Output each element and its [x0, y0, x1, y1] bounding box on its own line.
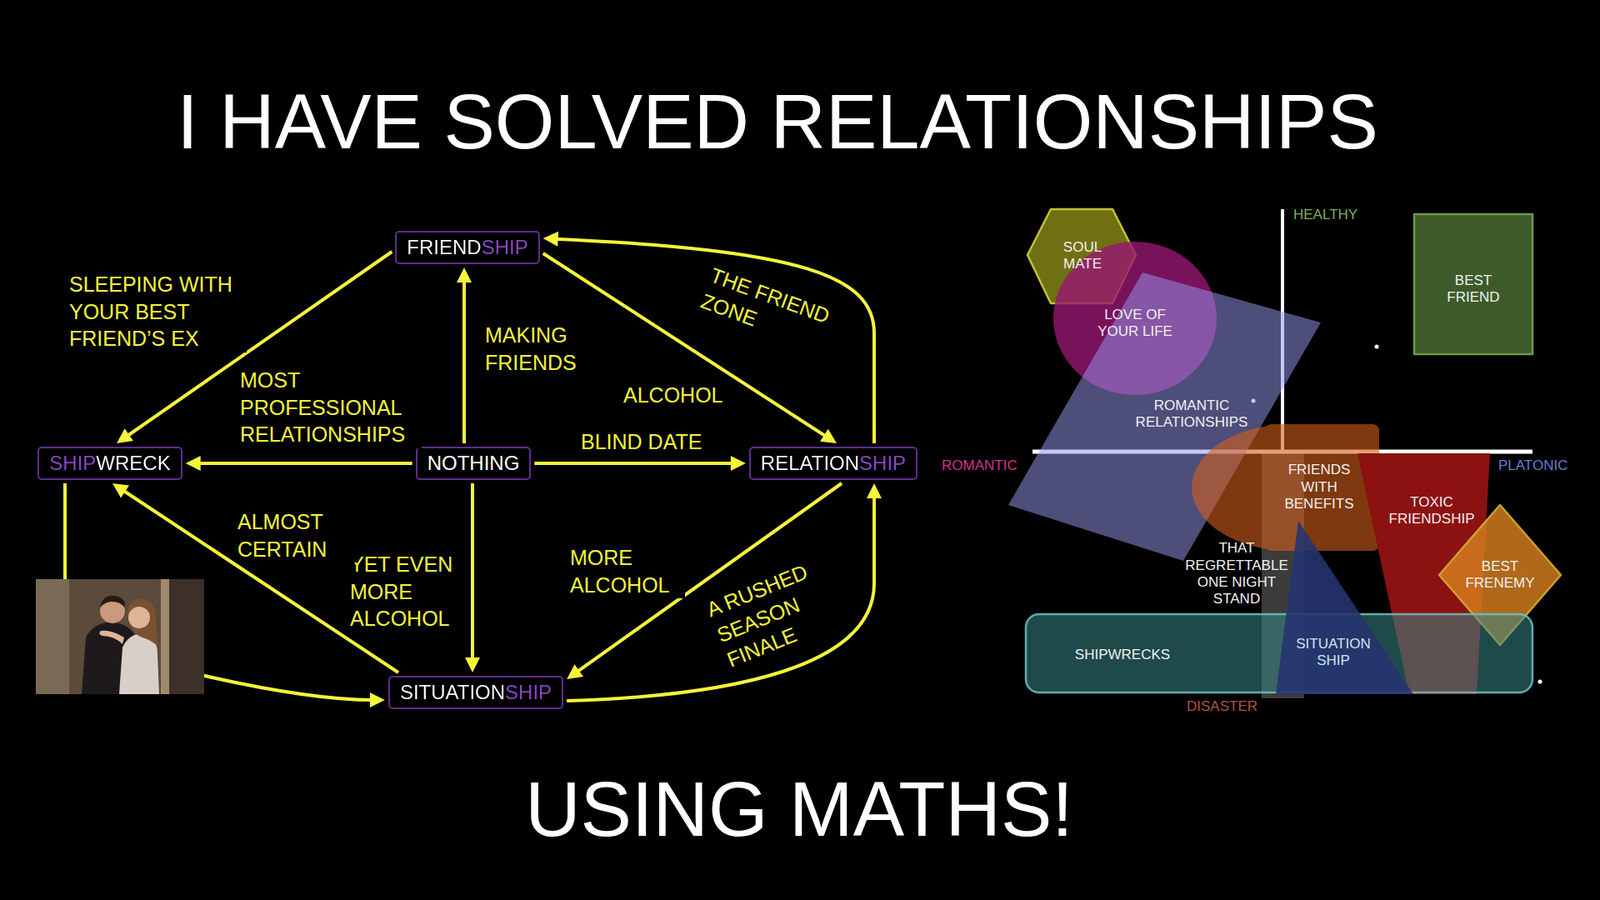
region-label: SOUL MATE [1055, 239, 1110, 274]
state-box: NOTHING [415, 446, 532, 480]
region-shape [1414, 214, 1533, 355]
photo-man-hair [100, 595, 125, 608]
region-label: SITUATION SHIP [1290, 635, 1376, 670]
arrowhead [370, 692, 385, 708]
connector [456, 267, 472, 444]
region-shape [1191, 424, 1390, 551]
axis-label: PLATONIC [1498, 457, 1568, 475]
region-label: ROMANTIC RELATIONSHIPS [1128, 397, 1255, 432]
connector [185, 455, 413, 471]
region-shape [1275, 520, 1414, 695]
region-outline [1191, 424, 1380, 551]
chart-region: SITUATION SHIP [1275, 520, 1414, 695]
edge-label: SLEEPING WITH YOUR BEST FRIEND’S EX [66, 270, 247, 353]
connector-line [462, 279, 466, 444]
arrowhead [456, 267, 472, 283]
connector-line [197, 461, 413, 465]
photo-arm [99, 630, 125, 645]
photo-door-frame [160, 579, 170, 695]
region-label: BEST FRIEND [1441, 272, 1505, 307]
dot [1538, 680, 1543, 685]
edge-label: A RUSHED SEASON FINALE [700, 550, 851, 675]
connector [534, 455, 746, 471]
connector [465, 483, 480, 673]
dot [1375, 345, 1380, 350]
box-label: FRIENDSHIP [406, 235, 528, 260]
axis-label: DISASTER [1186, 698, 1258, 715]
edge-label: MOST PROFESSIONAL RELATIONSHIPS [237, 366, 422, 449]
state-box: SITUATIONSHIP [388, 675, 564, 710]
arrowhead [465, 657, 480, 673]
state-box: SHIPWRECK [37, 446, 182, 480]
photo-woman-head [128, 606, 150, 629]
arrowhead [185, 455, 201, 471]
connector-line [534, 461, 735, 465]
caption: USING MATHS! [525, 770, 1074, 848]
region-fill [1414, 214, 1533, 355]
photo-door [169, 579, 205, 695]
region-shape [1265, 424, 1380, 551]
box-label: NOTHING [427, 451, 520, 475]
arrowhead [543, 231, 559, 247]
chart-region: THAT REGRETTABLE ONE NIGHT STAND [1182, 540, 1291, 610]
photo-woman-top [119, 634, 160, 695]
photo-illustration [35, 579, 205, 695]
region-label: TOXIC FRIENDSHIP [1385, 494, 1479, 529]
region-fill [1275, 520, 1414, 695]
axis-label: ROMANTIC [941, 457, 1018, 475]
edge-label: YET EVEN MORE ALCOHOL [347, 550, 465, 633]
region-label: THAT REGRETTABLE ONE NIGHT STAND [1181, 540, 1292, 609]
edge-label: ALMOST CERTAIN [235, 508, 357, 563]
arrowhead [116, 428, 134, 444]
region-label: FRIENDS WITH BENEFITS [1280, 461, 1358, 513]
arrowhead [820, 429, 837, 444]
photo-wall [35, 579, 70, 695]
region-fill [1191, 424, 1390, 551]
box-label: RELATIONSHIP [760, 451, 906, 475]
edge-label: MORE ALCOHOL [567, 544, 685, 599]
chart-region: FRIENDS WITH BENEFITS [1191, 424, 1380, 551]
arrowhead [730, 455, 746, 471]
photo-background [35, 579, 205, 695]
edge-label: BLIND DATE [578, 428, 705, 456]
connector-line [470, 483, 475, 661]
edge-label: THE FRIEND ZONE [695, 260, 848, 360]
arrowhead [566, 664, 584, 680]
state-box: RELATIONSHIP [749, 446, 918, 480]
arrowhead [866, 483, 882, 499]
box-label: SITUATIONSHIP [400, 680, 552, 705]
axis-label: HEALTHY [1293, 206, 1358, 224]
box-label: SHIPWRECK [49, 451, 170, 475]
chart-region: BEST FRIEND [1414, 214, 1533, 355]
edge-label: MAKING FRIENDS [482, 321, 605, 376]
connector-line [566, 495, 875, 701]
region-label: BEST FRENEMY [1459, 558, 1541, 593]
connector [566, 483, 882, 701]
state-box: FRIENDSHIP [395, 230, 540, 265]
region-label: SHIPWRECKS [1075, 646, 1170, 664]
edge-label: ALCOHOL [620, 381, 725, 410]
region-label: LOVE OF YOUR LIFE [1091, 306, 1179, 341]
arrowhead [112, 483, 130, 498]
title: I HAVE SOLVED RELATIONSHIPS [176, 83, 1379, 160]
photo-woman-hair [127, 599, 158, 646]
